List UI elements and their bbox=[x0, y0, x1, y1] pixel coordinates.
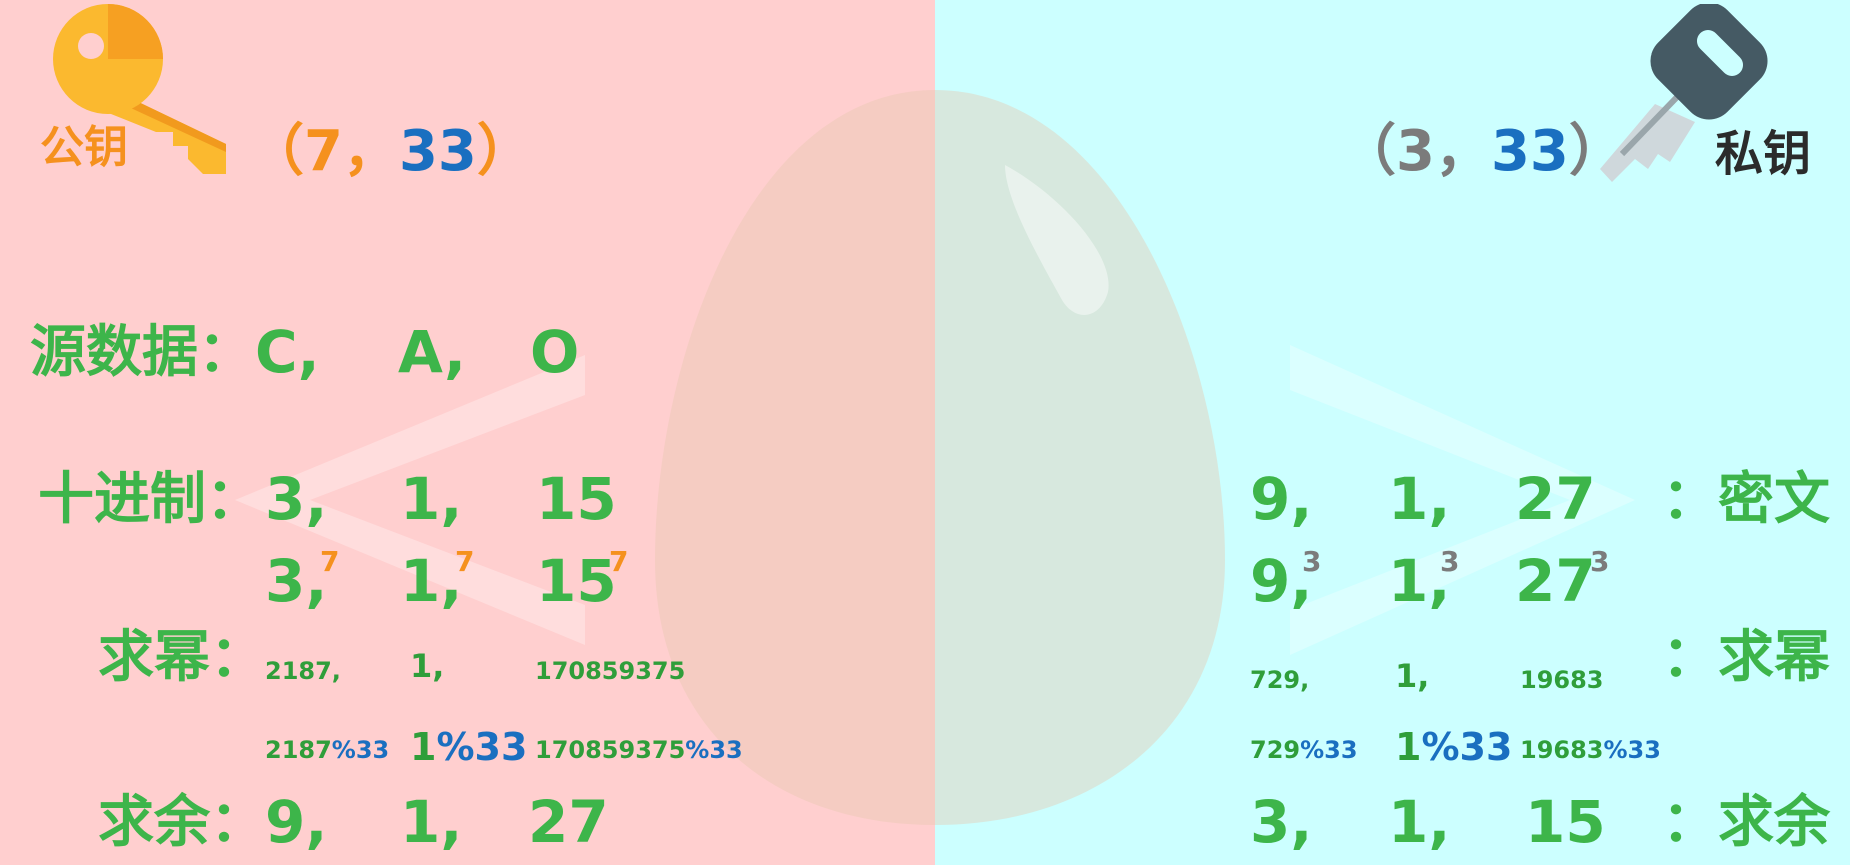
mod-base: 19683 bbox=[1520, 736, 1604, 764]
mod-suffix: %33 bbox=[1421, 725, 1513, 769]
paren-open: （ bbox=[1340, 119, 1396, 184]
remainder-value: 9, bbox=[265, 788, 328, 856]
mod-expression: 1%33 bbox=[410, 728, 527, 766]
mod-suffix: %33 bbox=[331, 736, 390, 764]
mod-expression: 19683%33 bbox=[1520, 738, 1661, 762]
modulus: 33 bbox=[1490, 119, 1569, 184]
remainder-value: 15 bbox=[1525, 788, 1606, 856]
public-key-pair: （7，33） bbox=[248, 124, 533, 180]
modulus: 33 bbox=[398, 119, 477, 184]
mod-suffix: %33 bbox=[1603, 736, 1661, 764]
mod-expression: 2187%33 bbox=[265, 738, 389, 762]
mod-suffix: %33 bbox=[436, 725, 528, 769]
paren-close: ） bbox=[476, 119, 533, 184]
encrypt-panel bbox=[0, 0, 935, 865]
power-base: 3, bbox=[265, 547, 328, 615]
remainder-value: 27 bbox=[528, 788, 609, 856]
public-exponent: 7 bbox=[304, 119, 343, 184]
decrypt-panel bbox=[935, 0, 1850, 865]
exponent: 7 bbox=[320, 545, 340, 578]
power-value: 170859375 bbox=[535, 657, 686, 685]
remainder-label: 求余： bbox=[98, 790, 266, 855]
source-label: 源数据： bbox=[30, 320, 254, 385]
mod-expression: 1%33 bbox=[1395, 728, 1512, 766]
source-value: O bbox=[530, 318, 580, 386]
source-value: A, bbox=[398, 318, 466, 386]
cipher-value: 1, bbox=[1388, 465, 1451, 533]
decimal-value: 15 bbox=[536, 465, 617, 533]
remainder-value: 1, bbox=[1388, 788, 1451, 856]
key-icon bbox=[53, 4, 226, 174]
mod-suffix: %33 bbox=[1300, 736, 1358, 764]
mod-base: 1 bbox=[410, 725, 437, 769]
paren-close: ） bbox=[1568, 119, 1625, 184]
decimal-value: 1, bbox=[400, 465, 463, 533]
mod-expression: 729%33 bbox=[1250, 738, 1358, 762]
exponent: 7 bbox=[455, 545, 475, 578]
mod-base: 729 bbox=[1250, 736, 1301, 764]
mod-expression: 170859375%33 bbox=[535, 738, 743, 762]
remainder-value: 1, bbox=[400, 788, 463, 856]
key-icon bbox=[1600, 4, 1768, 182]
remainder-value: 3, bbox=[1250, 788, 1313, 856]
power-base: 27 bbox=[1515, 547, 1596, 615]
exponent: 3 bbox=[1440, 545, 1460, 578]
cipher-value: 27 bbox=[1515, 465, 1596, 533]
private-key-label: 私钥 bbox=[1715, 126, 1812, 182]
mod-base: 170859375 bbox=[535, 736, 686, 764]
mod-base: 1 bbox=[1395, 725, 1422, 769]
source-value: C, bbox=[255, 318, 320, 386]
exponent: 7 bbox=[609, 545, 629, 578]
public-key-label: 公钥 bbox=[40, 122, 128, 173]
power-value: 1, bbox=[410, 647, 445, 685]
remainder-label: ：求余 bbox=[1662, 790, 1830, 855]
exponent: 3 bbox=[1590, 545, 1610, 578]
power-base: 15 bbox=[536, 547, 617, 615]
decimal-value: 3, bbox=[265, 465, 328, 533]
power-value: 19683 bbox=[1520, 666, 1604, 694]
mod-base: 2187 bbox=[265, 736, 332, 764]
power-base: 1, bbox=[1388, 547, 1451, 615]
cipher-value: 9, bbox=[1250, 465, 1313, 533]
exponent: 3 bbox=[1302, 545, 1322, 578]
cipher-label: ：密文 bbox=[1662, 467, 1830, 532]
private-key-pair: （3，33） bbox=[1340, 124, 1625, 180]
power-base: 1, bbox=[400, 547, 463, 615]
paren-open: （ bbox=[248, 119, 304, 184]
power-value: 729, bbox=[1250, 666, 1310, 694]
power-label: ：求幂 bbox=[1662, 625, 1830, 690]
private-exponent: 3 bbox=[1396, 119, 1435, 184]
decimal-label: 十进制： bbox=[38, 467, 262, 532]
comma: ， bbox=[1434, 119, 1491, 184]
power-value: 2187, bbox=[265, 657, 341, 685]
comma: ， bbox=[342, 119, 399, 184]
mod-suffix: %33 bbox=[685, 736, 743, 764]
power-value: 1, bbox=[1395, 657, 1430, 695]
power-base: 9, bbox=[1250, 547, 1313, 615]
power-label: 求幂： bbox=[98, 625, 266, 690]
